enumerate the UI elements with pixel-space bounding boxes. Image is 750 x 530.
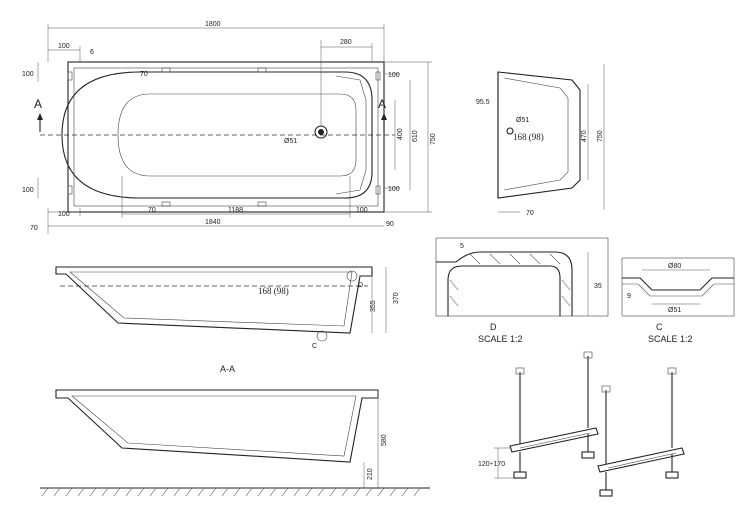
dim-1188-label: 1188	[228, 207, 243, 214]
detail-c-dim-80: Ø80	[668, 263, 681, 270]
dim-100-right-top-label: 100	[388, 72, 400, 79]
detail-c-view: Ø80 9 Ø51 C SCALE 1:2	[621, 257, 735, 344]
side-95-label: 95.5	[476, 99, 490, 106]
dim-1800-label: 1800	[205, 21, 221, 28]
detail-c-profile	[622, 277, 734, 291]
detail-d-profile	[436, 251, 573, 316]
plan-tab	[375, 71, 381, 81]
side-drain	[506, 127, 514, 135]
detail-c-label: C	[656, 322, 663, 332]
leg-frame-2-rail	[597, 447, 685, 473]
section-letter-right: A	[378, 97, 386, 111]
leg-adjust-label: 120÷170	[478, 461, 505, 468]
side-view: Ø51 168 (98) 95.5 470 750 70	[476, 64, 605, 217]
section-depth-label: 168 (98)	[258, 286, 289, 296]
detail-c-frame	[621, 257, 735, 317]
elevation-outline	[55, 389, 379, 463]
detail-d-view: 5 35 D SCALE 1:2	[435, 237, 609, 344]
dim-6-label: 6	[90, 49, 94, 56]
section-dim-370-label: 370	[393, 292, 400, 304]
plan-tab	[67, 185, 73, 195]
section-arrowhead-left	[37, 113, 43, 120]
detail-d-dim-5: 5	[460, 243, 464, 250]
plan-tab	[257, 67, 267, 73]
plan-head-rest	[335, 75, 367, 195]
side-drain-label: Ø51	[516, 117, 529, 124]
detail-c-dim-51: Ø51	[668, 307, 681, 314]
dim-400-label: 400	[397, 128, 404, 140]
detail-c-marker: C	[312, 343, 317, 350]
section-outline	[55, 266, 373, 334]
detail-d-scale: SCALE 1:2	[478, 334, 523, 344]
detail-d-label: D	[490, 322, 497, 332]
detail-d-frame	[435, 237, 609, 317]
section-inner	[69, 271, 353, 327]
detail-d-callout	[346, 270, 358, 282]
section-letter-left: A	[34, 97, 42, 111]
detail-d-dim-35: 35	[594, 283, 602, 290]
side-dim-750-label: 750	[597, 130, 604, 142]
elevation-dim-580: 580	[381, 434, 388, 446]
side-depth-label: 168 (98)	[513, 132, 544, 142]
plan-view: A A Ø51 1800 280 100 6 70 100 100 100 10…	[22, 21, 437, 234]
detail-c-callout	[316, 330, 328, 342]
detail-c-dim-9: 9	[627, 293, 631, 300]
dim-70-top-label: 70	[140, 71, 148, 78]
floor-hatch	[41, 487, 421, 497]
dim-750-label: 750	[430, 133, 437, 145]
dim-100-bottom-right-label: 100	[356, 207, 368, 214]
section-caption: A-A	[220, 364, 235, 374]
detail-d-inner-profile	[447, 265, 561, 316]
plan-outer-rim	[67, 61, 385, 213]
plan-basin-floor	[117, 93, 357, 177]
dim-280-label: 280	[340, 39, 352, 46]
leg-frame-1-rail	[509, 427, 599, 453]
plan-inner-rim	[73, 67, 379, 207]
detail-d-marker: D	[358, 282, 363, 289]
elevation-dim-210: 210	[367, 468, 374, 480]
plan-tab	[161, 67, 171, 73]
plan-drain-label: Ø51	[284, 138, 297, 145]
plan-tab	[257, 201, 267, 207]
section-arrowhead-right	[381, 113, 387, 120]
dim-100-top-left-label: 100	[58, 43, 70, 50]
side-dim-470-label: 470	[581, 130, 588, 142]
dim-70-bottom-label: 70	[148, 207, 156, 214]
leg-frames: 120÷170	[478, 351, 685, 497]
detail-c-scale: SCALE 1:2	[648, 334, 693, 344]
detail-c-inner	[622, 283, 734, 297]
dim-100-left-bottom-label: 100	[22, 187, 34, 194]
elevation-view: 580 210	[40, 389, 430, 497]
section-dim-355-label: 355	[370, 300, 377, 312]
plan-drain-center	[318, 129, 324, 135]
plan-tab	[161, 201, 171, 207]
plan-tab	[375, 185, 381, 195]
section-view: 168 (98) 370 355 D C A-A	[55, 266, 400, 374]
dim-1840-label: 1840	[205, 219, 221, 226]
side-dim-70-label: 70	[526, 210, 534, 217]
dim-100-bottom-left-label: 100	[58, 211, 70, 218]
plan-tab	[67, 71, 73, 81]
dim-90-foot-label: 90	[386, 221, 394, 228]
dim-100-right-bottom-label: 100	[388, 186, 400, 193]
dim-70-foot-label: 70	[30, 225, 38, 232]
dim-610-label: 610	[412, 130, 419, 142]
side-inner	[503, 77, 569, 191]
dim-100-left-top-label: 100	[22, 71, 34, 78]
elevation-inner	[71, 395, 357, 457]
